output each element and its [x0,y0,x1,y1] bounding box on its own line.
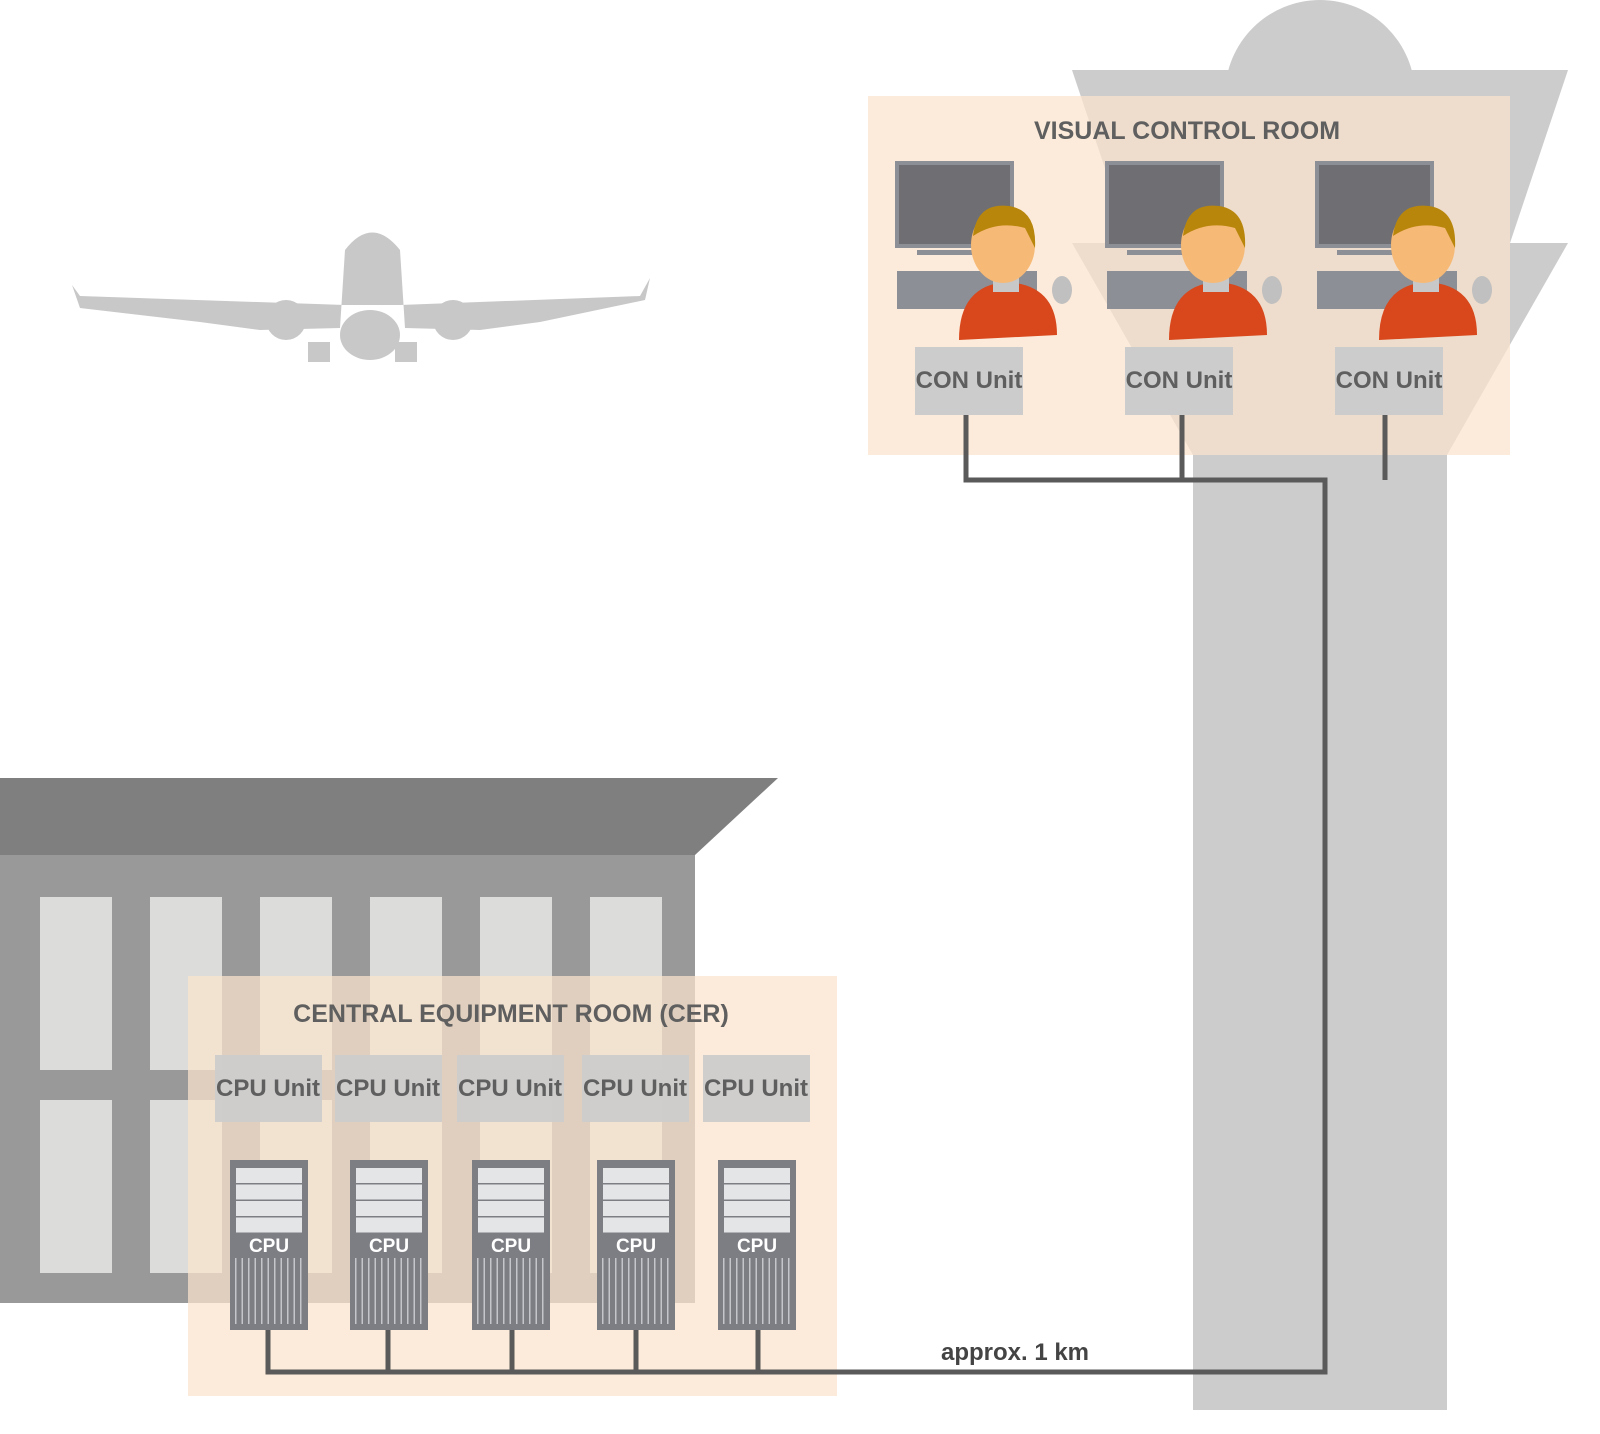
workstation: CON Unit [1315,161,1492,415]
cpu-unit-label: CPU Unit [458,1075,562,1102]
operator-icon [1379,205,1477,340]
mouse-icon [1052,276,1072,304]
building-window [40,1100,112,1273]
operator-icon [959,205,1057,340]
server-tower-icon: CPU [597,1160,675,1330]
cable-network [265,415,1388,1375]
operator-icon [1169,205,1267,340]
airplane-silhouette [72,232,650,362]
mouse-icon [1472,276,1492,304]
cpu-tower-label: CPU [491,1236,531,1257]
cpu-unit [703,1055,810,1122]
con-unit-label: CON Unit [1336,367,1443,394]
distance-label: approx. 1 km [941,1339,1089,1366]
cer-title: CENTRAL EQUIPMENT ROOM (CER) [293,1000,729,1028]
cpu-unit-label: CPU Unit [336,1075,440,1102]
cpu-unit [457,1055,564,1122]
workstation: CON Unit [895,161,1072,415]
workstation: CON Unit [1105,161,1282,415]
vcr-title: VISUAL CONTROL ROOM [1034,117,1340,145]
server-tower-icon: CPU [472,1160,550,1330]
cpu-unit-label: CPU Unit [583,1075,687,1102]
cpu-unit [215,1055,322,1122]
cpu-tower-label: CPU [249,1236,289,1257]
cpu-tower-label: CPU [737,1236,777,1257]
con-unit-label: CON Unit [916,367,1023,394]
con-unit [915,347,1023,415]
server-tower-icon: CPU [718,1160,796,1330]
cpu-tower-label: CPU [369,1236,409,1257]
cpu-unit [335,1055,442,1122]
cpu-tower-label: CPU [616,1236,656,1257]
server-tower-icon: CPU [350,1160,428,1330]
cpu-unit-label: CPU Unit [216,1075,320,1102]
cpu-unit-label: CPU Unit [704,1075,808,1102]
con-unit-label: CON Unit [1126,367,1233,394]
cpu-unit [582,1055,689,1122]
building-window [40,897,112,1070]
con-unit [1125,347,1233,415]
server-tower-icon: CPU [230,1160,308,1330]
mouse-icon [1262,276,1282,304]
con-unit [1335,347,1443,415]
